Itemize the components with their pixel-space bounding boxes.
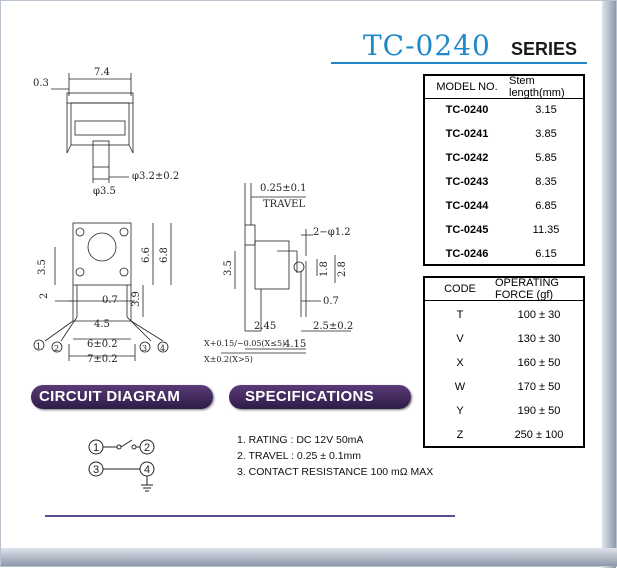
stem-length: 6.15 bbox=[535, 248, 557, 260]
operating-force: 170 ± 50 bbox=[517, 381, 561, 393]
dim-travel: TRAVEL bbox=[263, 199, 305, 210]
stem-length: 6.85 bbox=[535, 200, 557, 212]
dim-0-3: 0.3 bbox=[33, 78, 49, 89]
force-table: CODE OPERATING FORCE (gf) T 100 ± 30 V 130… bbox=[423, 276, 585, 448]
pin-1-label: 1 bbox=[36, 342, 41, 351]
dim-2-phi: 2−φ1.2 bbox=[313, 227, 351, 238]
model-row: TC-0243 8.35 bbox=[425, 170, 583, 194]
specifications-banner bbox=[229, 385, 411, 409]
force-row: Y 190 ± 50 bbox=[425, 399, 583, 423]
dim-2: 2 bbox=[39, 293, 50, 299]
model-row: TC-0241 3.85 bbox=[425, 122, 583, 146]
operating-force: 130 ± 30 bbox=[517, 333, 561, 345]
dim-7-4: 7.4 bbox=[94, 67, 110, 78]
force-code: Y bbox=[456, 405, 464, 417]
title-underline bbox=[331, 62, 587, 64]
model-no: TC-0242 bbox=[445, 152, 489, 164]
force-code: T bbox=[456, 309, 464, 321]
operating-force: 100 ± 30 bbox=[517, 309, 561, 321]
stem-length: 5.85 bbox=[535, 152, 557, 164]
frame-bottom-bevel bbox=[1, 548, 617, 566]
top-view: 7.4 0.3 φ3.5 φ3.2±0.2 bbox=[33, 67, 179, 197]
dim-7: 7±0.2 bbox=[87, 354, 118, 365]
circuit-node-2: 2 bbox=[144, 442, 150, 454]
model-no: TC-0244 bbox=[445, 200, 489, 212]
specifications-heading: SPECIFICATIONS bbox=[245, 388, 374, 405]
spec-rating: 1. RATING : DC 12V 50mA bbox=[237, 434, 364, 446]
dim-2-45: 2.45 bbox=[254, 321, 276, 332]
model-row: TC-0244 6.85 bbox=[425, 194, 583, 218]
circuit-node-3: 3 bbox=[93, 464, 99, 476]
model-no: TC-0243 bbox=[445, 176, 489, 188]
model-no: TC-0240 bbox=[445, 104, 489, 116]
model-no: TC-0246 bbox=[445, 248, 489, 260]
dim-0-25: 0.25±0.1 bbox=[260, 183, 307, 194]
spec-contact-resistance: 3. CONTACT RESISTANCE 100 mΩ MAX bbox=[237, 466, 434, 478]
model-row: TC-0242 5.85 bbox=[425, 146, 583, 170]
dim-6-8: 6.8 bbox=[159, 247, 170, 263]
model-row: TC-0245 11.35 bbox=[425, 218, 583, 242]
spec-travel: 2. TRAVEL : 0.25 ± 0.1mm bbox=[237, 450, 362, 462]
model-table: MODEL NO. Stem length(mm) TC-0240 3.15 TC… bbox=[423, 74, 585, 266]
stem-length: 11.35 bbox=[532, 224, 560, 236]
operating-force: 190 ± 50 bbox=[517, 405, 561, 417]
dim-x-tol-2: X±0.2(X>5) bbox=[204, 355, 253, 364]
stem-length: 3.15 bbox=[535, 104, 557, 116]
dim-6: 6±0.2 bbox=[87, 339, 118, 350]
dim-phi-3-5: φ3.5 bbox=[93, 186, 116, 197]
model-no: TC-0245 bbox=[445, 224, 489, 236]
pin-2-label: 2 bbox=[54, 344, 59, 353]
dim-3-9: 3.9 bbox=[131, 291, 142, 307]
model-no: TC-0241 bbox=[445, 128, 489, 140]
pin-3-label: 3 bbox=[142, 344, 147, 353]
front-view: 0.7 4.5 6±0.2 7±0.2 3.5 2 6.6 6.8 3.9 1 bbox=[33, 222, 172, 365]
dim-side-3-5: 3.5 bbox=[223, 260, 234, 276]
series-label: SERIES bbox=[511, 39, 578, 59]
model-table-header: MODEL NO. Stem length(mm) bbox=[425, 75, 583, 99]
force-row: Z 250 ± 100 bbox=[425, 423, 583, 447]
dim-2-8: 2.8 bbox=[337, 261, 348, 277]
force-row: V 130 ± 30 bbox=[425, 327, 583, 351]
dim-x-tol-1: X+0.15/−0.05(X≤5) bbox=[204, 339, 285, 348]
dim-phi-3-2: φ3.2±0.2 bbox=[132, 171, 179, 182]
circuit-node-4: 4 bbox=[144, 464, 150, 476]
circuit-diagram-banner bbox=[31, 385, 213, 409]
side-view: 0.25±0.1 TRAVEL 2−φ1.2 3.5 1.8 2.8 0.7 bbox=[204, 183, 353, 364]
stem-length: 3.85 bbox=[535, 128, 557, 140]
force-code: X bbox=[456, 357, 464, 369]
dim-0-7: 0.7 bbox=[102, 295, 118, 306]
model-row: TC-0246 6.15 bbox=[425, 242, 583, 266]
dim-3-5: 3.5 bbox=[37, 259, 48, 275]
dim-side-0-7: 0.7 bbox=[323, 296, 339, 307]
circuit-diagram: 1 2 3 4 bbox=[88, 439, 155, 492]
dim-6-6: 6.6 bbox=[141, 247, 152, 263]
footer-divider bbox=[45, 515, 455, 517]
model-row: TC-0240 3.15 bbox=[425, 98, 583, 122]
model-header-col1: MODEL NO. bbox=[436, 81, 498, 93]
circuit-diagram-heading: CIRCUIT DIAGRAM bbox=[39, 388, 181, 405]
series-title: TC-0240 bbox=[363, 29, 491, 62]
force-code: V bbox=[456, 333, 464, 345]
force-row: W 170 ± 50 bbox=[425, 375, 583, 399]
dim-4-5: 4.5 bbox=[94, 319, 110, 330]
dim-2-5: 2.5±0.2 bbox=[313, 321, 353, 332]
stem-length: 8.35 bbox=[535, 176, 557, 188]
force-header-col1: CODE bbox=[444, 283, 476, 295]
force-row: T 100 ± 30 bbox=[425, 303, 583, 327]
operating-force: 160 ± 50 bbox=[517, 357, 561, 369]
dim-4-15: 4.15 bbox=[284, 339, 306, 350]
force-code: W bbox=[454, 381, 466, 393]
operating-force: 250 ± 100 bbox=[514, 429, 564, 441]
pin-4-label: 4 bbox=[160, 344, 165, 353]
frame-right-bevel bbox=[602, 1, 616, 568]
force-table-header: CODE OPERATING FORCE (gf) bbox=[425, 277, 583, 301]
dim-1-8: 1.8 bbox=[319, 261, 330, 277]
model-header-col2: Stem length(mm) bbox=[509, 75, 565, 99]
force-code: Z bbox=[456, 429, 464, 441]
force-header-col2: OPERATING FORCE (gf) bbox=[495, 277, 559, 301]
force-row: X 160 ± 50 bbox=[425, 351, 583, 375]
circuit-node-1: 1 bbox=[93, 442, 99, 454]
